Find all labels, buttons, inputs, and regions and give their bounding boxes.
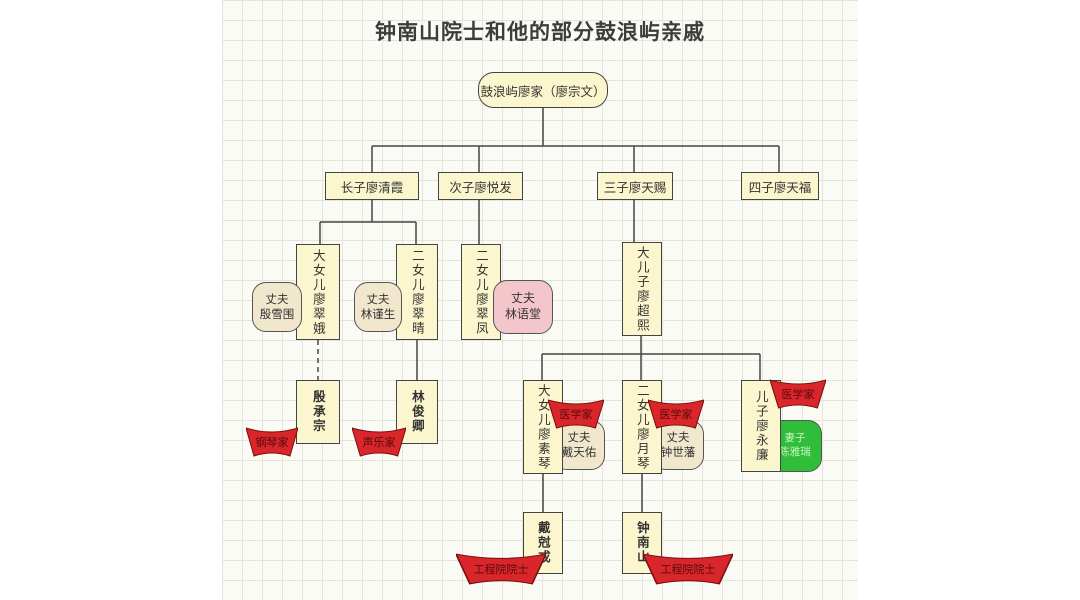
profession-badge-7: 工程院院士 [643, 552, 733, 586]
grandchild-node-2: 二女儿廖翠晴 [396, 244, 438, 340]
son-node-1: 长子廖清霞 [325, 172, 419, 200]
son-node-4: 四子廖天福 [741, 172, 819, 200]
spouse-bubble-3: 丈夫 林语堂 [493, 280, 553, 334]
son-node-3: 三子廖天赐 [597, 172, 673, 200]
profession-badge-3: 医学家 [548, 398, 604, 430]
page-title: 钟南山院士和他的部分鼓浪屿亲戚 [375, 20, 705, 44]
great-grandchild-node-4: 二女儿廖月琴 [622, 380, 662, 474]
profession-badge-6: 工程院院士 [456, 552, 546, 586]
grandchild-node-4: 大儿子廖超熙 [622, 242, 662, 336]
profession-badge-1: 钢琴家 [246, 426, 298, 458]
spouse-bubble-1: 丈夫 殷雪围 [252, 282, 302, 332]
root-node: 鼓浪屿廖家（廖宗文） [478, 72, 608, 108]
spouse-bubble-4: 丈夫 戴天佑 [553, 420, 605, 470]
profession-badge-4: 医学家 [648, 398, 704, 430]
grandchild-node-1: 大女儿廖翠娥 [296, 244, 340, 340]
profession-badge-2: 声乐家 [352, 426, 406, 458]
spouse-bubble-2: 丈夫 林谨生 [354, 282, 402, 332]
great-grandchild-node-1: 殷承宗 [296, 380, 340, 444]
son-node-2: 次子廖悦发 [438, 172, 523, 200]
profession-badge-5: 医学家 [770, 378, 826, 410]
